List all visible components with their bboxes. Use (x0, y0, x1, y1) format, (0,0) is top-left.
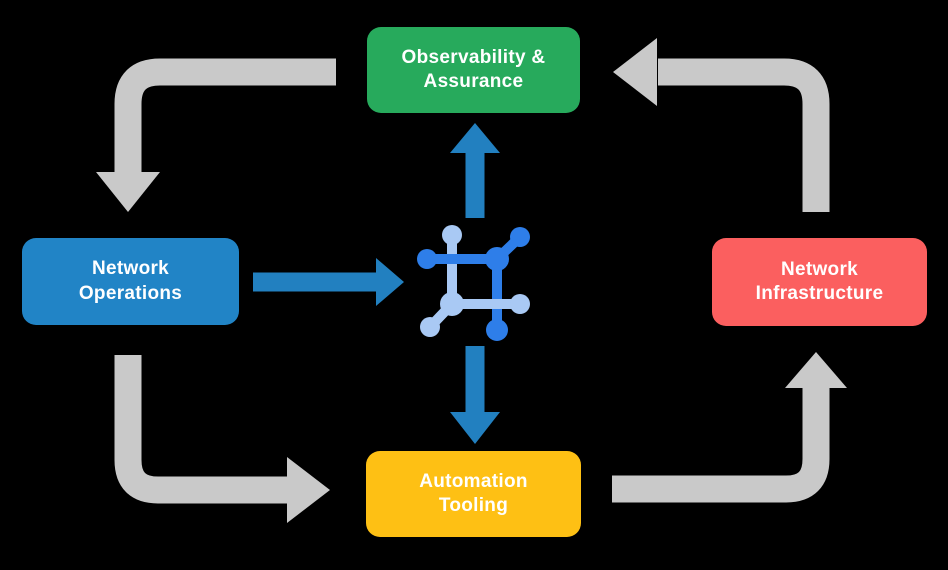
flow-arrow-center-to-observability (450, 123, 500, 218)
node-operations-label: Network Operations (78, 258, 183, 304)
node-network-infrastructure: Network Infrastructure (712, 238, 927, 326)
cycle-arrow-infrastructure-to-observability (613, 38, 830, 212)
node-infrastructure-label: Network Infrastructure (755, 258, 884, 304)
cycle-arrow-observability-to-operations (96, 58, 336, 212)
icon-dark-layer (417, 227, 530, 341)
flow-arrow-operations-to-center (253, 258, 404, 306)
node-observability-label: Observability & Assurance (401, 46, 546, 92)
node-observability-assurance: Observability & Assurance (367, 27, 580, 113)
network-automation-icon (417, 225, 530, 341)
cycle-arrow-automation-to-infrastructure (612, 352, 847, 503)
icon-light-over-layer (420, 292, 530, 337)
flow-arrow-center-to-automation (450, 346, 500, 444)
node-automation-tooling: Automation Tooling (366, 451, 581, 537)
cycle-arrow-operations-to-automation (114, 355, 330, 523)
node-automation-label: Automation Tooling (419, 470, 528, 516)
node-network-operations: Network Operations (22, 238, 239, 325)
